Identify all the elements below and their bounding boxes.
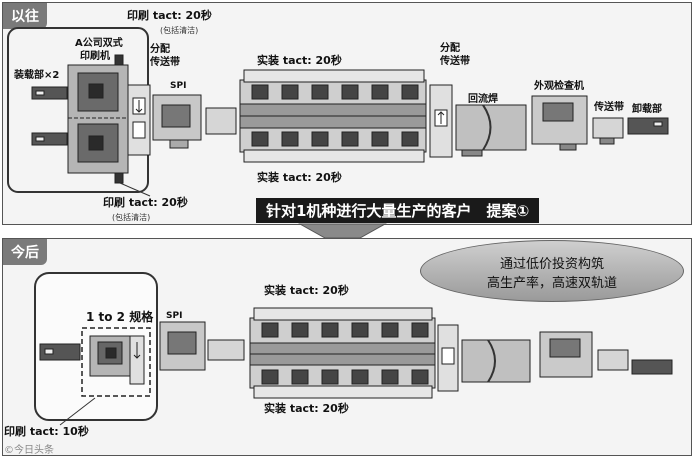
dist-conveyor-1-label: 分配 传送带 <box>150 43 180 69</box>
aoi-label: 外观检查机 <box>534 80 584 93</box>
mounter-row-bottom <box>250 308 435 398</box>
unloader-label: 卸载部 <box>632 103 662 116</box>
aoi-machine-bottom <box>540 332 592 377</box>
conveyor-bottom <box>598 350 628 370</box>
unloader-bottom <box>632 360 672 374</box>
print-clean-top: (包括清洁) <box>160 24 198 37</box>
reflow-oven-bottom <box>462 340 530 382</box>
print-tact-bottom-top: 印刷 tact: 20秒 <box>103 196 188 209</box>
bubble-line-2: 高生产率，高速双轨道 <box>421 272 683 291</box>
spi-machine-bottom <box>160 322 205 370</box>
conveyor-label: 传送带 <box>594 101 624 114</box>
print-tact-top: 印刷 tact: 20秒 <box>127 9 212 22</box>
conveyor-top <box>593 118 623 144</box>
benefit-bubble: 通过低价投资构筑 高生产率，高速双轨道 <box>420 240 684 302</box>
loader-label: 装载部×2 <box>14 69 59 82</box>
dist-conveyor-1 <box>128 85 150 155</box>
reflow-oven-top <box>456 105 526 156</box>
proposal-banner: 针对1机种进行大量生产的客户 提案① <box>256 198 539 223</box>
transfer-conveyor-top <box>206 108 236 134</box>
unloader-top <box>628 118 668 134</box>
print-tact-new: 印刷 tact: 10秒 <box>4 425 89 438</box>
dist-conveyor-new-2 <box>438 325 458 391</box>
print-clean-bottom: (包括清洁) <box>112 211 150 224</box>
loader-bottom <box>32 133 67 145</box>
mount-tact-bottom-top: 实装 tact: 20秒 <box>257 171 342 184</box>
dist-conveyor-new <box>130 336 144 384</box>
reflow-label: 回流焊 <box>468 93 498 106</box>
printer-label-2: 印刷机 <box>80 50 110 63</box>
mount-tact-top: 实装 tact: 20秒 <box>257 54 342 67</box>
dual-printer <box>68 55 128 183</box>
mount-tact-bottom-new: 实装 tact: 20秒 <box>264 402 349 415</box>
spec-label: 1 to 2 规格 <box>86 311 153 324</box>
mount-tact-top-new: 实装 tact: 20秒 <box>264 284 349 297</box>
watermark: ©今日头条 <box>4 441 54 456</box>
dist-conveyor-2 <box>430 85 452 157</box>
spi-label-top: SPI <box>170 80 186 93</box>
dist-conveyor-2-label: 分配 传送带 <box>440 42 470 68</box>
loader-top <box>32 87 67 99</box>
transition-arrow <box>300 224 385 238</box>
aoi-machine-top <box>532 96 587 150</box>
mounter-row-top <box>240 70 426 162</box>
spi-machine-top <box>153 95 201 148</box>
bubble-line-1: 通过低价投资构筑 <box>421 253 683 272</box>
loader-new <box>40 344 80 360</box>
transfer-conveyor-bottom <box>208 340 244 360</box>
spi-label-bottom: SPI <box>166 310 182 323</box>
printer-label-1: A公司双式 <box>75 37 123 50</box>
single-printer <box>90 336 130 376</box>
